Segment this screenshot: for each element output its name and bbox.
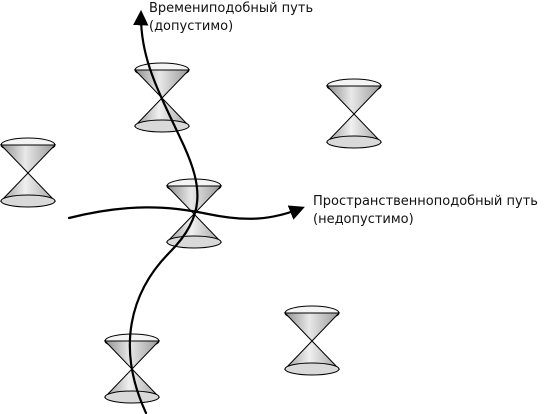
- light-cone-top-right: [325, 78, 383, 149]
- spacelike-title: Пространственноподобный путь: [313, 194, 538, 209]
- timelike-path: [128, 9, 199, 414]
- spacelike-note: (недопустимо): [313, 212, 414, 227]
- spacelike-path: [67, 205, 305, 220]
- timelike-title: Времениподобный путь: [149, 1, 313, 16]
- light-cone-center: [165, 178, 223, 249]
- cones-layer: [0, 62, 383, 404]
- light-cone-left: [0, 137, 57, 208]
- light-cone-bottom-right: [283, 305, 341, 376]
- light-cone-bottom-left: [103, 333, 161, 404]
- timelike-note: (допустимо): [149, 19, 233, 34]
